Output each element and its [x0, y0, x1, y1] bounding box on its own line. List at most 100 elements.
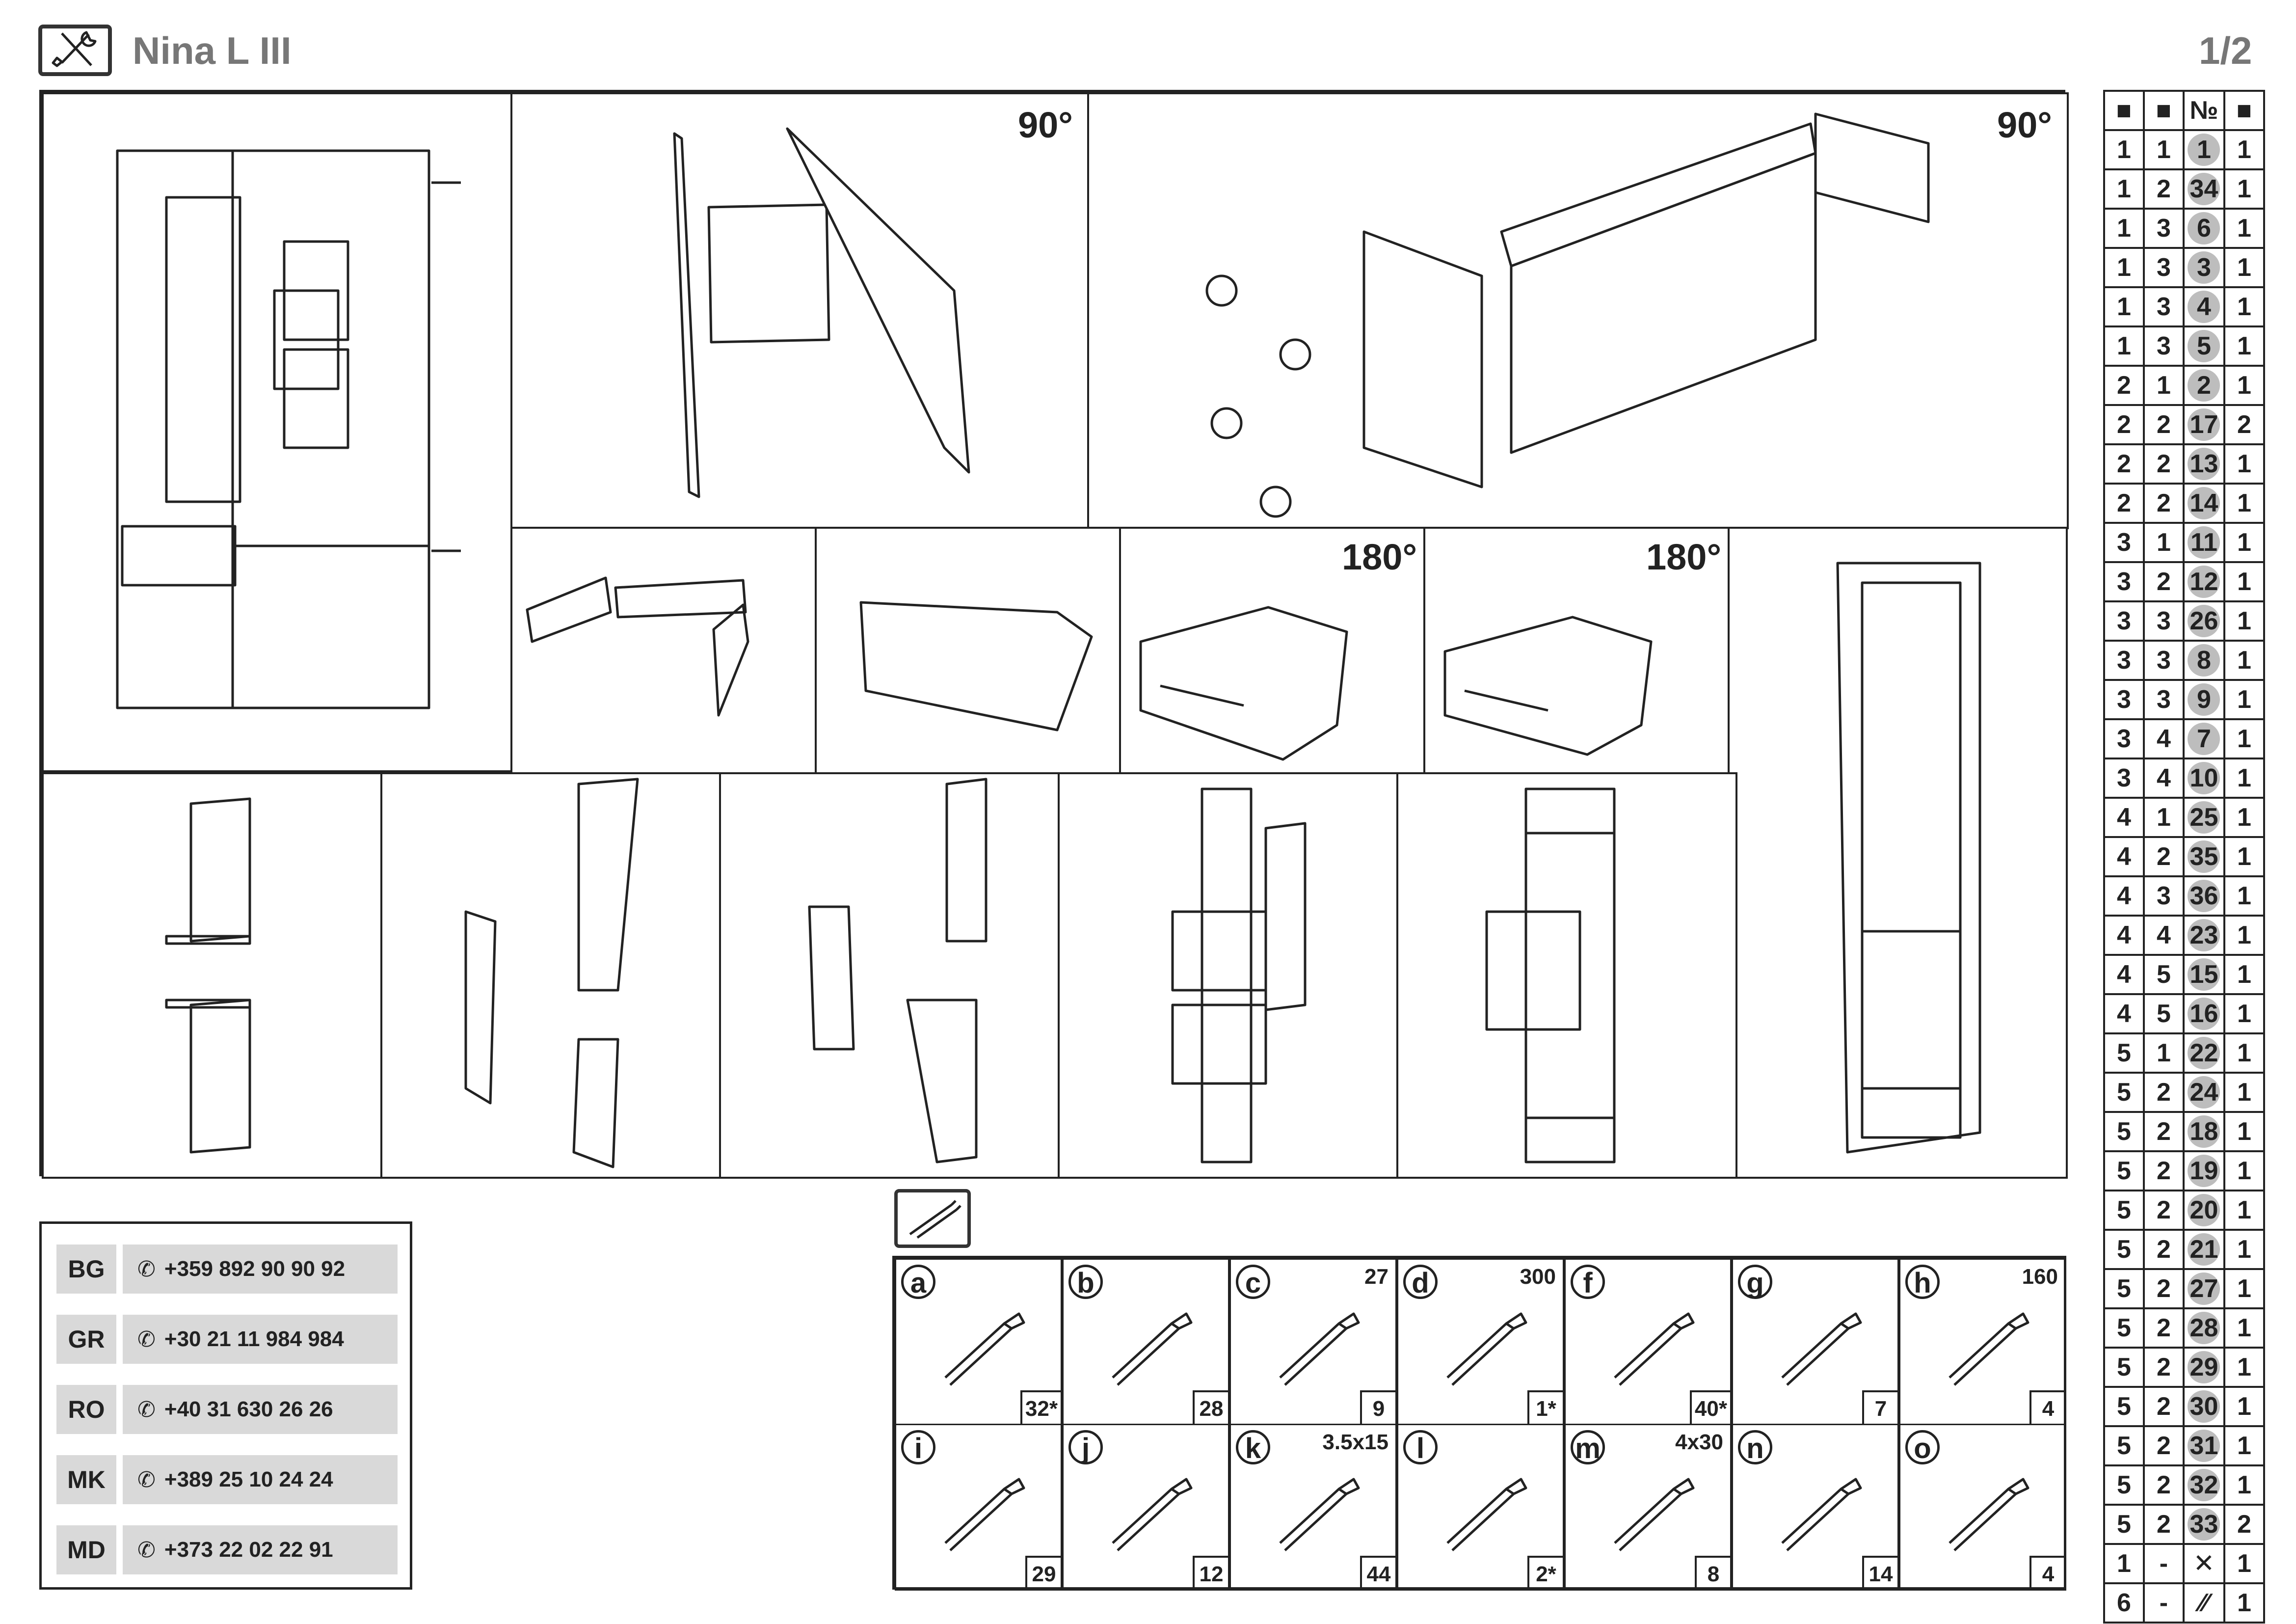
table-cell: 1 [2103, 208, 2145, 249]
handle-icon [1949, 1312, 2029, 1386]
phone-number: ✆+389 25 10 24 24 [123, 1455, 398, 1504]
table-cell: 1 [2223, 1347, 2265, 1388]
table-cell: 4 [2142, 915, 2185, 956]
part-number: 36 [2188, 880, 2220, 912]
table-cell: 1 [2223, 993, 2265, 1034]
cam-lock-icon [944, 1312, 1025, 1386]
phone-icon: ✆ [137, 1257, 156, 1281]
table-cell: 2 [2142, 1425, 2185, 1466]
package-icon: ■ [2116, 96, 2132, 125]
drawer-rail-icon [1446, 1312, 1527, 1386]
contact-row-mk: MK ✆+389 25 10 24 24 [56, 1455, 434, 1504]
table-cell: 2 [2142, 168, 2185, 210]
table-cell: 5 [2103, 1190, 2145, 1231]
table-cell: 1 [2223, 640, 2265, 681]
part-number: 27 [2188, 1272, 2220, 1305]
shelf-step-4 [1058, 772, 1399, 1179]
table-cell: 3 [2103, 640, 2145, 681]
table-cell: 3 [2103, 522, 2145, 563]
hardware-size: 300 [1520, 1265, 1556, 1289]
hardware-letter: c [1236, 1265, 1270, 1299]
part-number: 11 [2188, 526, 2220, 559]
table-cell: 1 [2223, 1032, 2265, 1074]
part-number: 22 [2188, 1037, 2220, 1069]
foot-icon [1279, 1312, 1360, 1386]
table-cell: 1 [2223, 1072, 2265, 1113]
part-number: 32 [2188, 1469, 2220, 1501]
table-cell: 1 [2223, 129, 2265, 170]
table-cell: 1 [2223, 1582, 2265, 1624]
table-cell: 5 [2103, 1386, 2145, 1427]
country-code: MK [56, 1455, 116, 1504]
part-number: 4 [2188, 291, 2220, 323]
stack-icon: ■ [2156, 96, 2172, 125]
hardware-quantity: 29 [1025, 1556, 1061, 1589]
hardware-letter: d [1403, 1265, 1438, 1299]
table-cell: 1 [2103, 129, 2145, 170]
table-cell: 1 [2223, 718, 2265, 759]
table-cell: 5 [2103, 1229, 2145, 1270]
table-cell: 2 [2142, 1347, 2185, 1388]
phone-number: ✆+359 892 90 90 92 [123, 1245, 398, 1294]
part-number: 9 [2188, 683, 2220, 716]
hardware-size: 3.5x15 [1322, 1430, 1388, 1454]
part-number: 19 [2188, 1155, 2220, 1187]
table-cell: 4 [2142, 718, 2185, 759]
rotate-180-label: 180° [1342, 537, 1417, 577]
rotate-90-label: 90° [1018, 105, 1073, 145]
table-cell: 15 [2182, 954, 2226, 995]
table-cell: 1 [2223, 1543, 2265, 1584]
part-number: 26 [2188, 605, 2220, 637]
table-cell: 4 [2103, 993, 2145, 1034]
table-cell: 2 [2103, 404, 2145, 445]
part-number: 1 [2188, 134, 2220, 166]
table-cell: 3 [2142, 325, 2185, 367]
table-cell: 1 [2223, 247, 2265, 288]
table-cell: 5 [2103, 1464, 2145, 1506]
table-cell: 3 [2182, 247, 2226, 288]
part-number: 30 [2188, 1390, 2220, 1423]
shelf-step-1 [42, 772, 383, 1179]
table-cell: 14 [2182, 483, 2226, 524]
table-cell: 3 [2103, 679, 2145, 720]
hardware-quantity: 1* [1527, 1390, 1563, 1424]
table-cell: 2 [2142, 404, 2185, 445]
part-number: 16 [2188, 998, 2220, 1030]
table-header-cell: № [2182, 90, 2226, 131]
part-number: 3 [2188, 251, 2220, 284]
overview-drawing [42, 92, 513, 772]
table-cell: 5 [2182, 325, 2226, 367]
part-number: 29 [2188, 1351, 2220, 1383]
table-cell: 2 [2142, 1150, 2185, 1191]
table-cell: 26 [2182, 600, 2226, 642]
table-cell: 1 [2223, 522, 2265, 563]
part-number: 35 [2188, 840, 2220, 873]
table-cell: 28 [2182, 1307, 2226, 1349]
table-cell: 1 [2223, 836, 2265, 877]
table-cell: 1 [2103, 1543, 2145, 1584]
table-cell: 21 [2182, 1229, 2226, 1270]
assembly-frame: 90° 90° 180° 180° [39, 90, 2069, 1179]
table-cell: 2 [2142, 1307, 2185, 1349]
table-cell: 1 [2223, 325, 2265, 367]
hardware-quantity: 32* [1020, 1390, 1061, 1424]
part-number: 18 [2188, 1115, 2220, 1148]
hardware-quantity: 8 [1695, 1556, 1730, 1589]
part-number: 21 [2188, 1233, 2220, 1266]
table-cell: 4 [2103, 797, 2145, 838]
table-cell: 11 [2182, 522, 2226, 563]
